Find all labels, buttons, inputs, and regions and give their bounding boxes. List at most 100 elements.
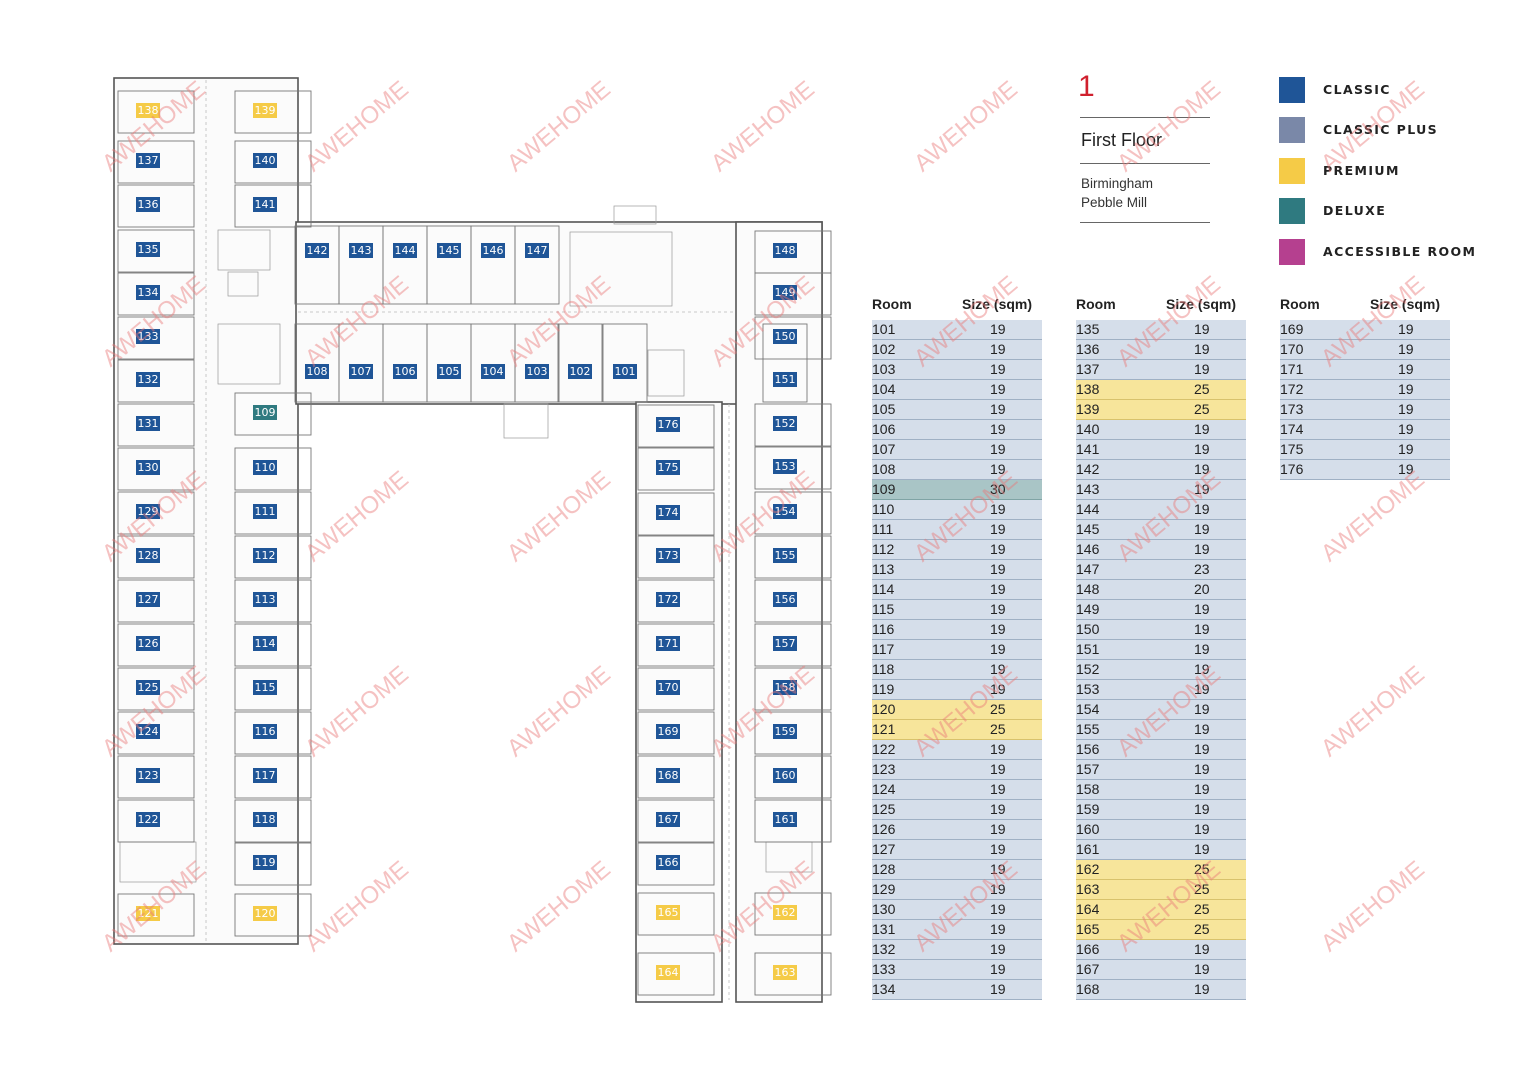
room-cell: [234, 755, 312, 799]
room-size: 19: [1194, 341, 1210, 357]
room-size: 19: [990, 921, 1006, 937]
room-size: 19: [1194, 781, 1210, 797]
room-cell: [117, 667, 195, 711]
plan-room-label: 123: [136, 768, 160, 783]
plan-room-label: 158: [773, 680, 797, 695]
plan-room-label: 140: [253, 153, 277, 168]
room-number: 126: [872, 821, 896, 837]
room-size: 19: [990, 881, 1006, 897]
plan-room-label: 147: [525, 243, 549, 258]
room-number: 128: [872, 861, 896, 877]
room-size: 19: [1194, 681, 1210, 697]
room-number: 176: [1280, 461, 1304, 477]
room-size: 25: [1194, 901, 1210, 917]
plan-room-label: 121: [136, 906, 160, 921]
room-number: 130: [872, 901, 896, 917]
room-cell: [754, 272, 832, 316]
plan-room-label: 153: [773, 459, 797, 474]
plan-room-label: 154: [773, 504, 797, 519]
room-number: 108: [872, 461, 896, 477]
room-cell: [117, 140, 195, 184]
room-cell: [557, 323, 603, 403]
room-number: 174: [1280, 421, 1304, 437]
room-size: 25: [990, 721, 1006, 737]
room-number: 162: [1076, 861, 1100, 877]
room-size: 19: [990, 401, 1006, 417]
room-size: 19: [990, 361, 1006, 377]
plan-room-label: 118: [253, 812, 277, 827]
room-number: 139: [1076, 401, 1100, 417]
plan-room-label: 145: [437, 243, 461, 258]
room-cell: [234, 184, 312, 228]
room-size: 19: [990, 501, 1006, 517]
plan-room-label: 171: [656, 636, 680, 651]
room-column-header: Room: [1076, 296, 1116, 312]
plan-room-label: 115: [253, 680, 277, 695]
room-column-header: Room: [872, 296, 912, 312]
room-number: 158: [1076, 781, 1100, 797]
watermark: AWEHOME: [1316, 855, 1430, 958]
room-number: 123: [872, 761, 896, 777]
room-size: 19: [1194, 621, 1210, 637]
room-size: 19: [990, 961, 1006, 977]
room-cell: [117, 272, 195, 316]
plan-room-label: 108: [305, 364, 329, 379]
room-cell: [117, 623, 195, 667]
room-number: 148: [1076, 581, 1100, 597]
room-number: 103: [872, 361, 896, 377]
room-size: 19: [990, 861, 1006, 877]
room-cell: [754, 491, 832, 535]
room-number: 113: [872, 561, 895, 577]
plan-room-label: 103: [525, 364, 549, 379]
size-column-header: Size (sqm): [962, 296, 1033, 312]
plan-room-label: 114: [253, 636, 277, 651]
room-column-header: Room: [1280, 296, 1320, 312]
room-cell: [234, 711, 312, 755]
room-cell: [754, 952, 832, 996]
room-number: 127: [872, 841, 896, 857]
plan-room-label: 165: [656, 905, 680, 920]
room-cell: [234, 535, 312, 579]
room-cell: [637, 535, 715, 579]
room-size: 19: [1194, 821, 1210, 837]
room-size: 19: [1194, 641, 1210, 657]
plan-room-label: 130: [136, 460, 160, 475]
room-cell: [754, 316, 832, 360]
room-cell: [117, 711, 195, 755]
room-cell: [754, 711, 832, 755]
plan-room-label: 159: [773, 724, 797, 739]
plan-room-label: 142: [305, 243, 329, 258]
room-cell: [762, 323, 808, 403]
room-size: 25: [1194, 381, 1210, 397]
room-number: 120: [872, 701, 896, 717]
room-size: 19: [1194, 601, 1210, 617]
plan-room-label: 138: [136, 103, 160, 118]
room-cell: [117, 403, 195, 447]
room-number: 173: [1280, 401, 1304, 417]
plan-room-label: 134: [136, 285, 160, 300]
plan-room-label: 173: [656, 548, 680, 563]
room-number: 165: [1076, 921, 1100, 937]
room-size: 19: [990, 321, 1006, 337]
room-number: 169: [1280, 321, 1304, 337]
plan-room-label: 166: [656, 855, 680, 870]
